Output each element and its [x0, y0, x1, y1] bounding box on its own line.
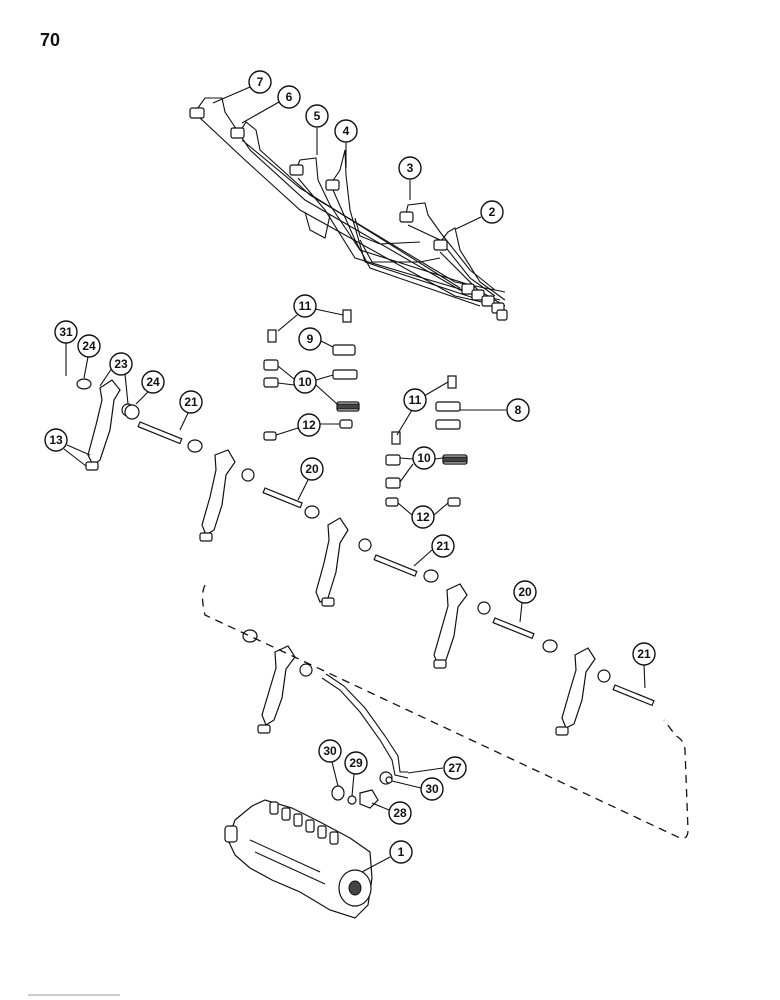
svg-text:11: 11: [409, 393, 422, 407]
callout-10-b: 10: [412, 446, 436, 470]
callout-11-a: 11: [293, 294, 317, 318]
callout-21-a: 21: [179, 390, 203, 414]
callout-27: 27: [443, 756, 467, 780]
callout-10-a: 10: [293, 370, 317, 394]
callout-5: 5: [305, 104, 329, 128]
svg-text:7: 7: [257, 75, 264, 89]
callout-9: 9: [298, 327, 322, 351]
banjo-fittings: [331, 771, 393, 809]
svg-text:6: 6: [286, 90, 293, 104]
callout-28: 28: [388, 801, 412, 825]
injection-pump-icon: [224, 799, 373, 919]
fuel-injector-icon: [76, 378, 655, 736]
svg-text:13: 13: [49, 433, 63, 447]
svg-text:24: 24: [146, 375, 160, 389]
callout-21-b: 21: [431, 534, 455, 558]
svg-text:21: 21: [637, 647, 651, 661]
svg-text:11: 11: [299, 299, 312, 313]
callout-20-b: 20: [513, 580, 537, 604]
callout-7: 7: [248, 70, 272, 94]
svg-text:21: 21: [184, 395, 198, 409]
return-pipe: [321, 677, 409, 779]
callout-31: 31: [54, 320, 78, 344]
assembly-outline: [201, 584, 689, 839]
callout-4: 4: [334, 119, 358, 143]
svg-text:29: 29: [349, 756, 363, 770]
callout-11-b: 11: [403, 388, 427, 412]
svg-text:3: 3: [407, 161, 414, 175]
svg-text:10: 10: [417, 451, 431, 465]
svg-text:31: 31: [59, 325, 73, 339]
callout-12-b: 12: [411, 505, 435, 529]
svg-text:12: 12: [302, 418, 316, 432]
svg-text:28: 28: [393, 806, 407, 820]
callout-24-a: 24: [77, 334, 101, 358]
callout-12-a: 12: [297, 413, 321, 437]
callout-30-b: 30: [420, 777, 444, 801]
page-number: 70: [40, 30, 61, 50]
callout-21-c: 21: [632, 642, 656, 666]
svg-text:30: 30: [425, 782, 439, 796]
callout-1: 1: [389, 840, 413, 864]
callout-2: 2: [480, 200, 504, 224]
svg-text:23: 23: [114, 357, 128, 371]
callout-29: 29: [344, 751, 368, 775]
svg-text:20: 20: [518, 585, 532, 599]
svg-text:12: 12: [416, 510, 430, 524]
callout-20-a: 20: [300, 457, 324, 481]
callout-30-a: 30: [318, 739, 342, 763]
callout-3: 3: [398, 156, 422, 180]
pipe-clamp-icon: [263, 309, 468, 507]
callout-13: 13: [44, 428, 68, 452]
svg-text:27: 27: [448, 761, 462, 775]
svg-text:4: 4: [343, 124, 350, 138]
callout-24-b: 24: [141, 370, 165, 394]
injector-pipe-set-icon: [189, 97, 508, 321]
svg-text:5: 5: [314, 109, 321, 123]
svg-text:1: 1: [398, 845, 405, 859]
svg-text:8: 8: [515, 403, 522, 417]
callout-23: 23: [109, 352, 133, 376]
svg-text:2: 2: [489, 205, 496, 219]
callout-6: 6: [277, 85, 301, 109]
svg-text:21: 21: [436, 539, 450, 553]
svg-text:9: 9: [307, 332, 314, 346]
svg-text:24: 24: [82, 339, 96, 353]
callout-8: 8: [506, 398, 530, 422]
svg-text:20: 20: [305, 462, 319, 476]
svg-text:10: 10: [298, 375, 312, 389]
svg-text:30: 30: [323, 744, 337, 758]
